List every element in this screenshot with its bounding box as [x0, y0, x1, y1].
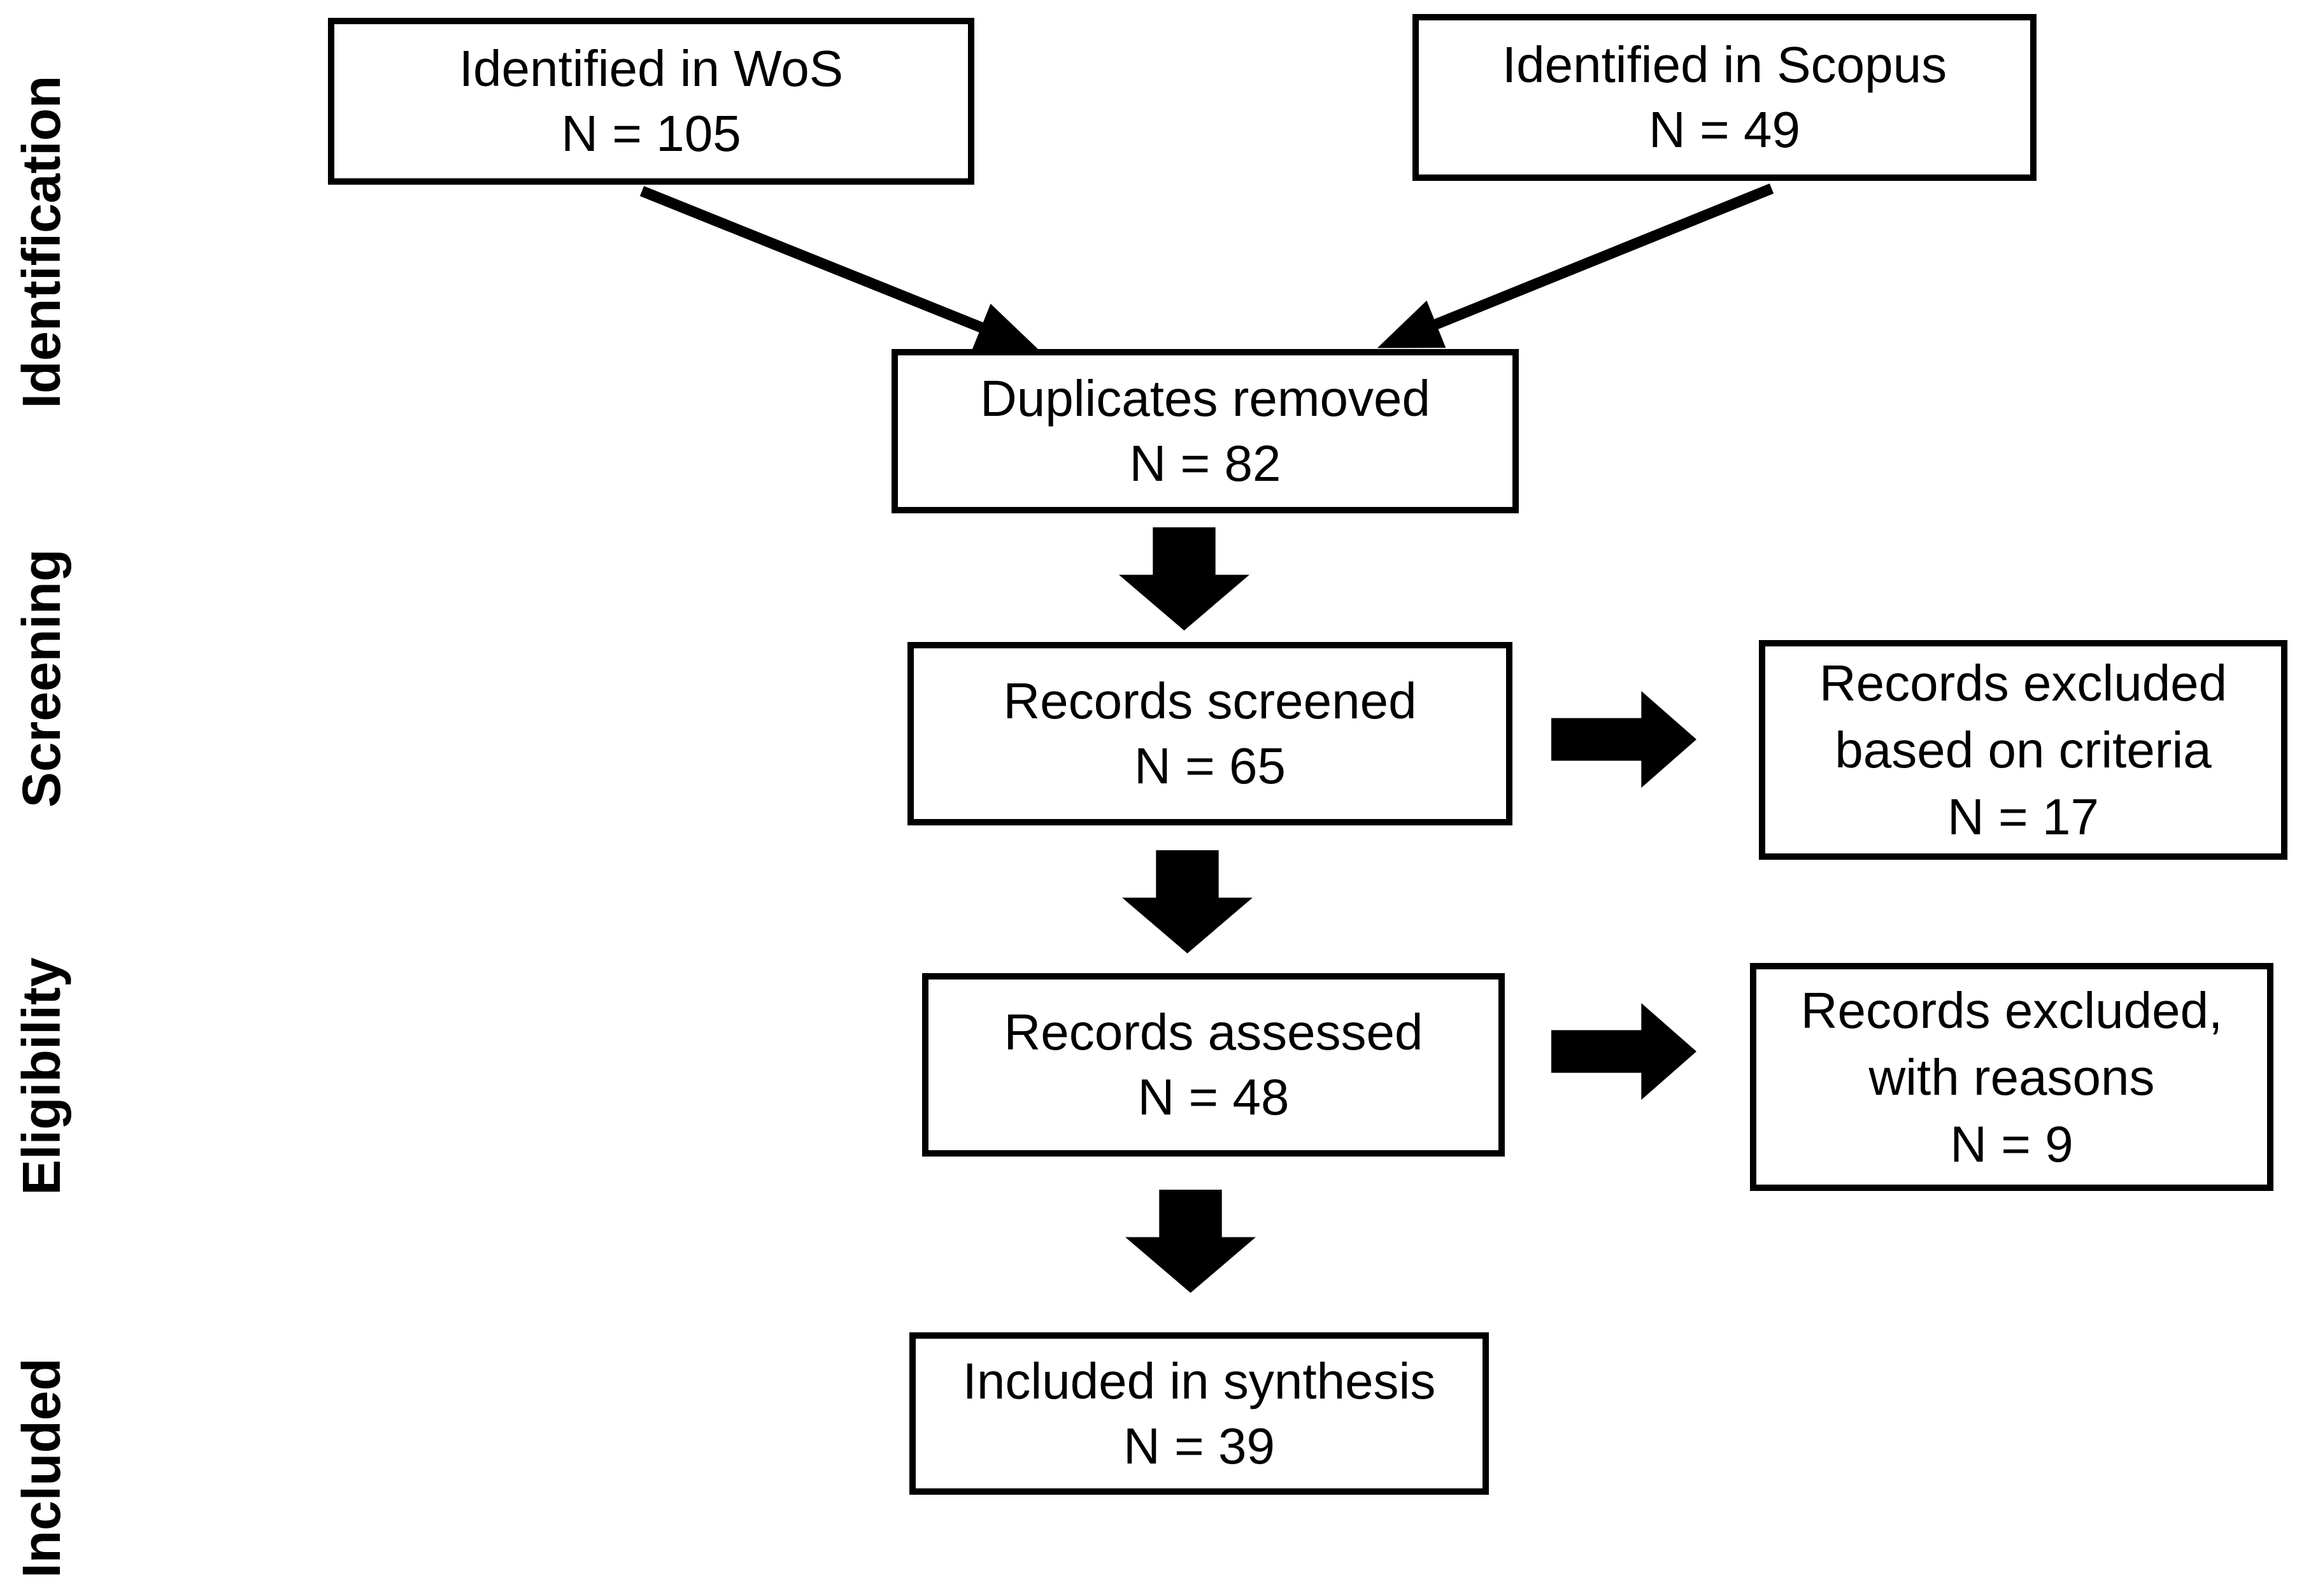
stage-label-screening: Screening — [11, 548, 71, 808]
stage-label-included: Included — [11, 1358, 71, 1578]
box-identified-scopus: Identified in Scopus N = 49 — [1412, 14, 2037, 181]
box-label: Identified in Scopus — [1502, 36, 1947, 93]
box-identified-wos: Identified in WoS N = 105 — [328, 18, 974, 185]
box-label: Included in synthesis — [962, 1352, 1436, 1409]
arrow-wos-to-duplicates — [639, 186, 1041, 352]
box-label: Records excluded, with reasons — [1800, 981, 2223, 1106]
box-records-excluded-reasons: Records excluded, with reasons N = 9 — [1750, 963, 2273, 1191]
box-count: N = 65 — [1134, 737, 1286, 794]
box-included-synthesis: Included in synthesis N = 39 — [909, 1332, 1489, 1495]
box-records-excluded-criteria: Records excluded based on criteria N = 1… — [1759, 640, 2287, 860]
box-label: Records excluded based on criteria — [1819, 655, 2228, 778]
box-label: Duplicates removed — [980, 370, 1430, 427]
stage-label-eligibility: Eligibility — [11, 957, 71, 1195]
box-label: Identified in WoS — [459, 40, 844, 97]
box-count: N = 105 — [561, 105, 741, 162]
box-count: N = 82 — [1129, 435, 1281, 492]
box-records-screened: Records screened N = 65 — [907, 642, 1512, 825]
box-count: N = 48 — [1137, 1069, 1290, 1125]
box-count: N = 9 — [1950, 1115, 2073, 1172]
box-duplicates-removed: Duplicates removed N = 82 — [892, 349, 1519, 513]
box-count: N = 49 — [1649, 101, 1800, 158]
stage-label-identification: Identification — [11, 75, 71, 409]
box-records-assessed: Records assessed N = 48 — [922, 973, 1505, 1157]
box-label: Records assessed — [1004, 1004, 1423, 1060]
box-label: Records screened — [1003, 673, 1417, 729]
box-count: N = 17 — [1947, 788, 2099, 845]
arrow-scopus-to-duplicates — [1377, 183, 1774, 348]
box-count: N = 39 — [1123, 1417, 1275, 1474]
